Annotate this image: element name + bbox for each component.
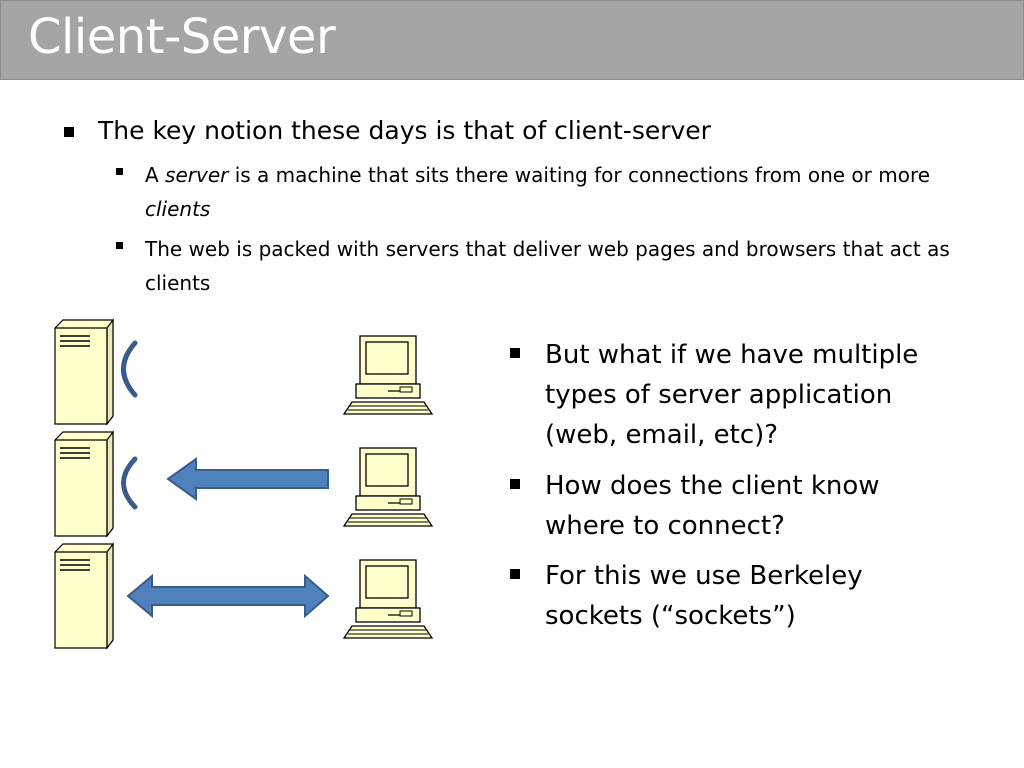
bullet-square-icon <box>510 569 520 579</box>
server-tower-icon <box>54 543 114 649</box>
sub-bullet-web: The web is packed with servers that deli… <box>116 232 956 300</box>
left-arrow-icon <box>166 457 329 501</box>
bullet-square-icon <box>116 242 123 249</box>
open-paren-icon <box>121 456 138 510</box>
right-bullet-3: For this we use Berkeley sockets (“socke… <box>510 556 960 636</box>
right-bullet-3-text: For this we use Berkeley sockets (“socke… <box>545 561 863 631</box>
bullet-square-icon <box>510 348 520 358</box>
bullet-square-icon <box>64 127 74 137</box>
right-bullet-1-text: But what if we have multiple types of se… <box>545 340 919 450</box>
sub-bullet-web-text: The web is packed with servers that deli… <box>145 237 950 295</box>
main-bullet: The key notion these days is that of cli… <box>64 116 964 146</box>
sub-bullet-server: A server is a machine that sits there wa… <box>116 158 956 226</box>
bullet-square-icon <box>116 168 123 175</box>
sub-bullet-server-text: A server is a machine that sits there wa… <box>145 163 931 221</box>
main-bullet-text: The key notion these days is that of cli… <box>98 116 711 145</box>
bullet-square-icon <box>510 479 520 489</box>
desktop-computer-icon <box>343 335 433 415</box>
server-tower-icon <box>54 431 114 537</box>
double-arrow-icon <box>126 573 330 619</box>
open-paren-icon <box>121 340 138 398</box>
right-bullet-2: How does the client know where to connec… <box>510 466 960 546</box>
desktop-computer-icon <box>343 447 433 527</box>
right-bullet-2-text: How does the client know where to connec… <box>545 471 880 541</box>
title-bar: Client-Server <box>0 0 1024 80</box>
desktop-computer-icon <box>343 559 433 639</box>
slide-title: Client-Server <box>28 9 336 65</box>
server-tower-icon <box>54 319 114 425</box>
right-bullet-1: But what if we have multiple types of se… <box>510 335 960 455</box>
